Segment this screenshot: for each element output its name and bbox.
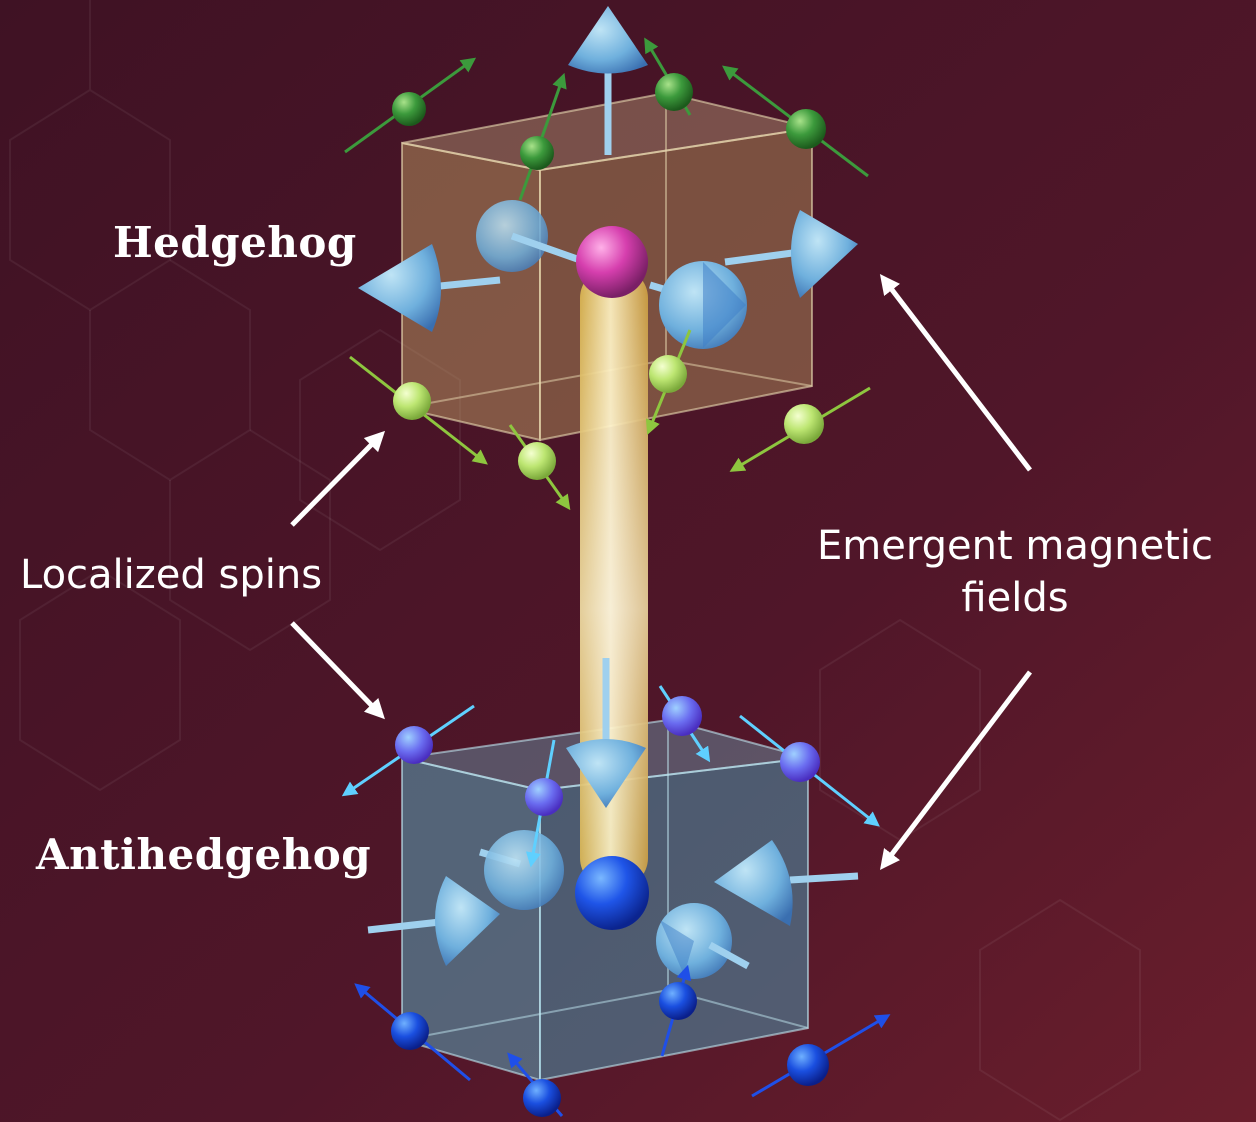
hedgehog-monopole-sphere	[576, 226, 648, 298]
sphere-arrow-icon	[507, 1052, 564, 1117]
sphere-arrow-icon	[518, 72, 567, 201]
cone-arrow-icon	[478, 830, 564, 910]
hedgehog-upper-spins	[344, 37, 869, 201]
cone-arrow-icon	[358, 244, 501, 332]
annotation-arrows	[290, 274, 1032, 870]
antihedgehog-monopole-sphere	[575, 856, 649, 930]
localized-spins-label: Localized spins	[20, 552, 323, 598]
emergent-fields-label: Emergent magnetic fields	[817, 523, 1213, 621]
sphere-arrow-icon	[751, 1014, 891, 1098]
antihedgehog-lower-spins	[354, 964, 891, 1117]
hedgehog-lower-spins	[349, 329, 871, 511]
spins-arrow-lower	[290, 621, 385, 720]
sphere-arrow-icon	[739, 714, 880, 827]
fields-arrow-lower	[879, 670, 1032, 870]
antihedgehog-label: Antihedgehog	[36, 830, 372, 879]
sphere-arrow-icon	[341, 704, 475, 797]
sphere-arrow-icon	[344, 57, 477, 154]
cone-arrow-icon	[648, 261, 747, 349]
spins-arrow-upper	[290, 430, 386, 527]
sphere-arrow-icon	[659, 964, 697, 1057]
fields-arrow-upper	[879, 274, 1032, 472]
cone-arrow-icon	[566, 658, 646, 808]
sphere-arrow-icon	[644, 37, 693, 116]
antihedgehog-field-cones	[367, 658, 859, 979]
hedgehog-field-cones	[358, 6, 858, 349]
sphere-arrow-icon	[722, 65, 869, 178]
sphere-arrow-icon	[729, 386, 871, 472]
cone-arrow-icon	[476, 200, 582, 272]
cone-arrow-icon	[656, 903, 750, 979]
sphere-arrow-icon	[349, 355, 488, 465]
sphere-arrow-icon	[508, 424, 571, 511]
sphere-arrow-icon	[658, 685, 711, 763]
cone-arrow-icon	[724, 210, 858, 298]
antihedgehog-upper-spins	[341, 685, 880, 868]
cone-arrow-icon	[367, 876, 500, 966]
background-hexagon-pattern	[9, 0, 1141, 1122]
flux-tube	[580, 268, 648, 888]
sphere-arrow-icon	[645, 329, 692, 435]
sphere-arrow-icon	[354, 983, 471, 1082]
sphere-arrow-icon	[525, 739, 563, 868]
cone-arrow-icon	[568, 6, 648, 155]
cone-arrow-icon	[714, 840, 859, 926]
hedgehog-label: Hedgehog	[113, 218, 357, 267]
